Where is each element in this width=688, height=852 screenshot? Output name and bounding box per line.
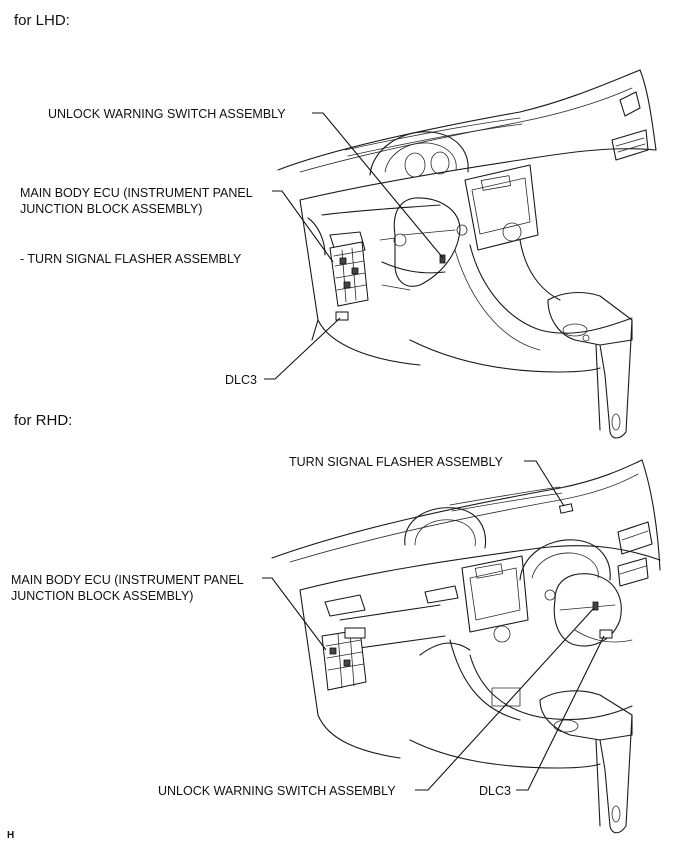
lhd-turn-signal-label: - TURN SIGNAL FLASHER ASSEMBLY — [20, 252, 242, 266]
rhd-unlock-warning-part — [592, 601, 599, 611]
rhd-dlc3-part — [599, 629, 613, 639]
lhd-dlc3-label: DLC3 — [225, 373, 257, 387]
rhd-header: for RHD: — [14, 412, 73, 429]
lhd-unlock-warning-leader — [312, 112, 444, 259]
lhd-main-body-ecu-part — [329, 241, 369, 307]
lhd-dashboard-drawing — [264, 69, 657, 439]
rhd-main-body-ecu-label-line2: JUNCTION BLOCK ASSEMBLY) — [11, 589, 194, 603]
rhd-main-body-ecu-label-line1: MAIN BODY ECU (INSTRUMENT PANEL — [11, 573, 244, 587]
rhd-main-body-ecu-leader — [262, 577, 327, 651]
rhd-dlc3-leader — [516, 635, 605, 791]
lhd-main-body-ecu-leader — [272, 190, 334, 263]
lhd-dlc3-part — [335, 311, 349, 321]
lhd-unlock-warning-part — [439, 254, 446, 264]
figure-code: H — [7, 830, 15, 841]
lhd-main-body-ecu-label-line1: MAIN BODY ECU (INSTRUMENT PANEL — [20, 186, 253, 200]
rhd-dlc3-label: DLC3 — [479, 784, 511, 798]
rhd-turn-signal-part — [558, 503, 574, 514]
rhd-main-body-ecu-part — [321, 627, 367, 691]
rhd-turn-signal-leader — [524, 460, 565, 507]
lhd-unlock-warning-label: UNLOCK WARNING SWITCH ASSEMBLY — [48, 107, 286, 121]
lhd-dlc3-leader — [264, 317, 341, 380]
rhd-unlock-warning-leader — [415, 607, 595, 791]
rhd-dashboard-drawing — [262, 459, 661, 834]
rhd-turn-signal-label: TURN SIGNAL FLASHER ASSEMBLY — [289, 455, 503, 469]
lhd-header: for LHD: — [14, 12, 70, 29]
rhd-unlock-warning-label: UNLOCK WARNING SWITCH ASSEMBLY — [158, 784, 396, 798]
lhd-main-body-ecu-label-line2: JUNCTION BLOCK ASSEMBLY) — [20, 202, 203, 216]
